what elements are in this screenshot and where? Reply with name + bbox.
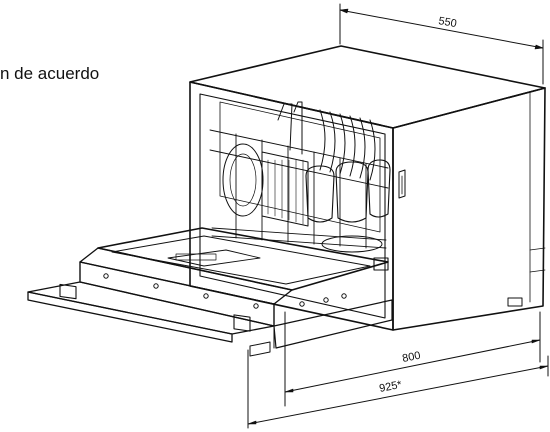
door-screws	[103, 273, 347, 309]
caption-text: n de acuerdo	[0, 64, 100, 83]
plates	[222, 109, 376, 217]
cutlery-basket	[261, 101, 309, 227]
open-door	[27, 227, 393, 357]
depth-open-label: 925*	[378, 379, 403, 395]
upper-rack	[209, 129, 389, 249]
cups	[305, 159, 391, 253]
depth-closed-label: 800	[401, 350, 421, 365]
depth-closed-dimension: 800	[284, 311, 541, 407]
dishwasher-cabinet	[189, 45, 546, 331]
width-label: 550	[437, 15, 457, 30]
depth-open-dimension: 925*	[247, 349, 549, 429]
width-dimension: 550	[339, 3, 544, 85]
